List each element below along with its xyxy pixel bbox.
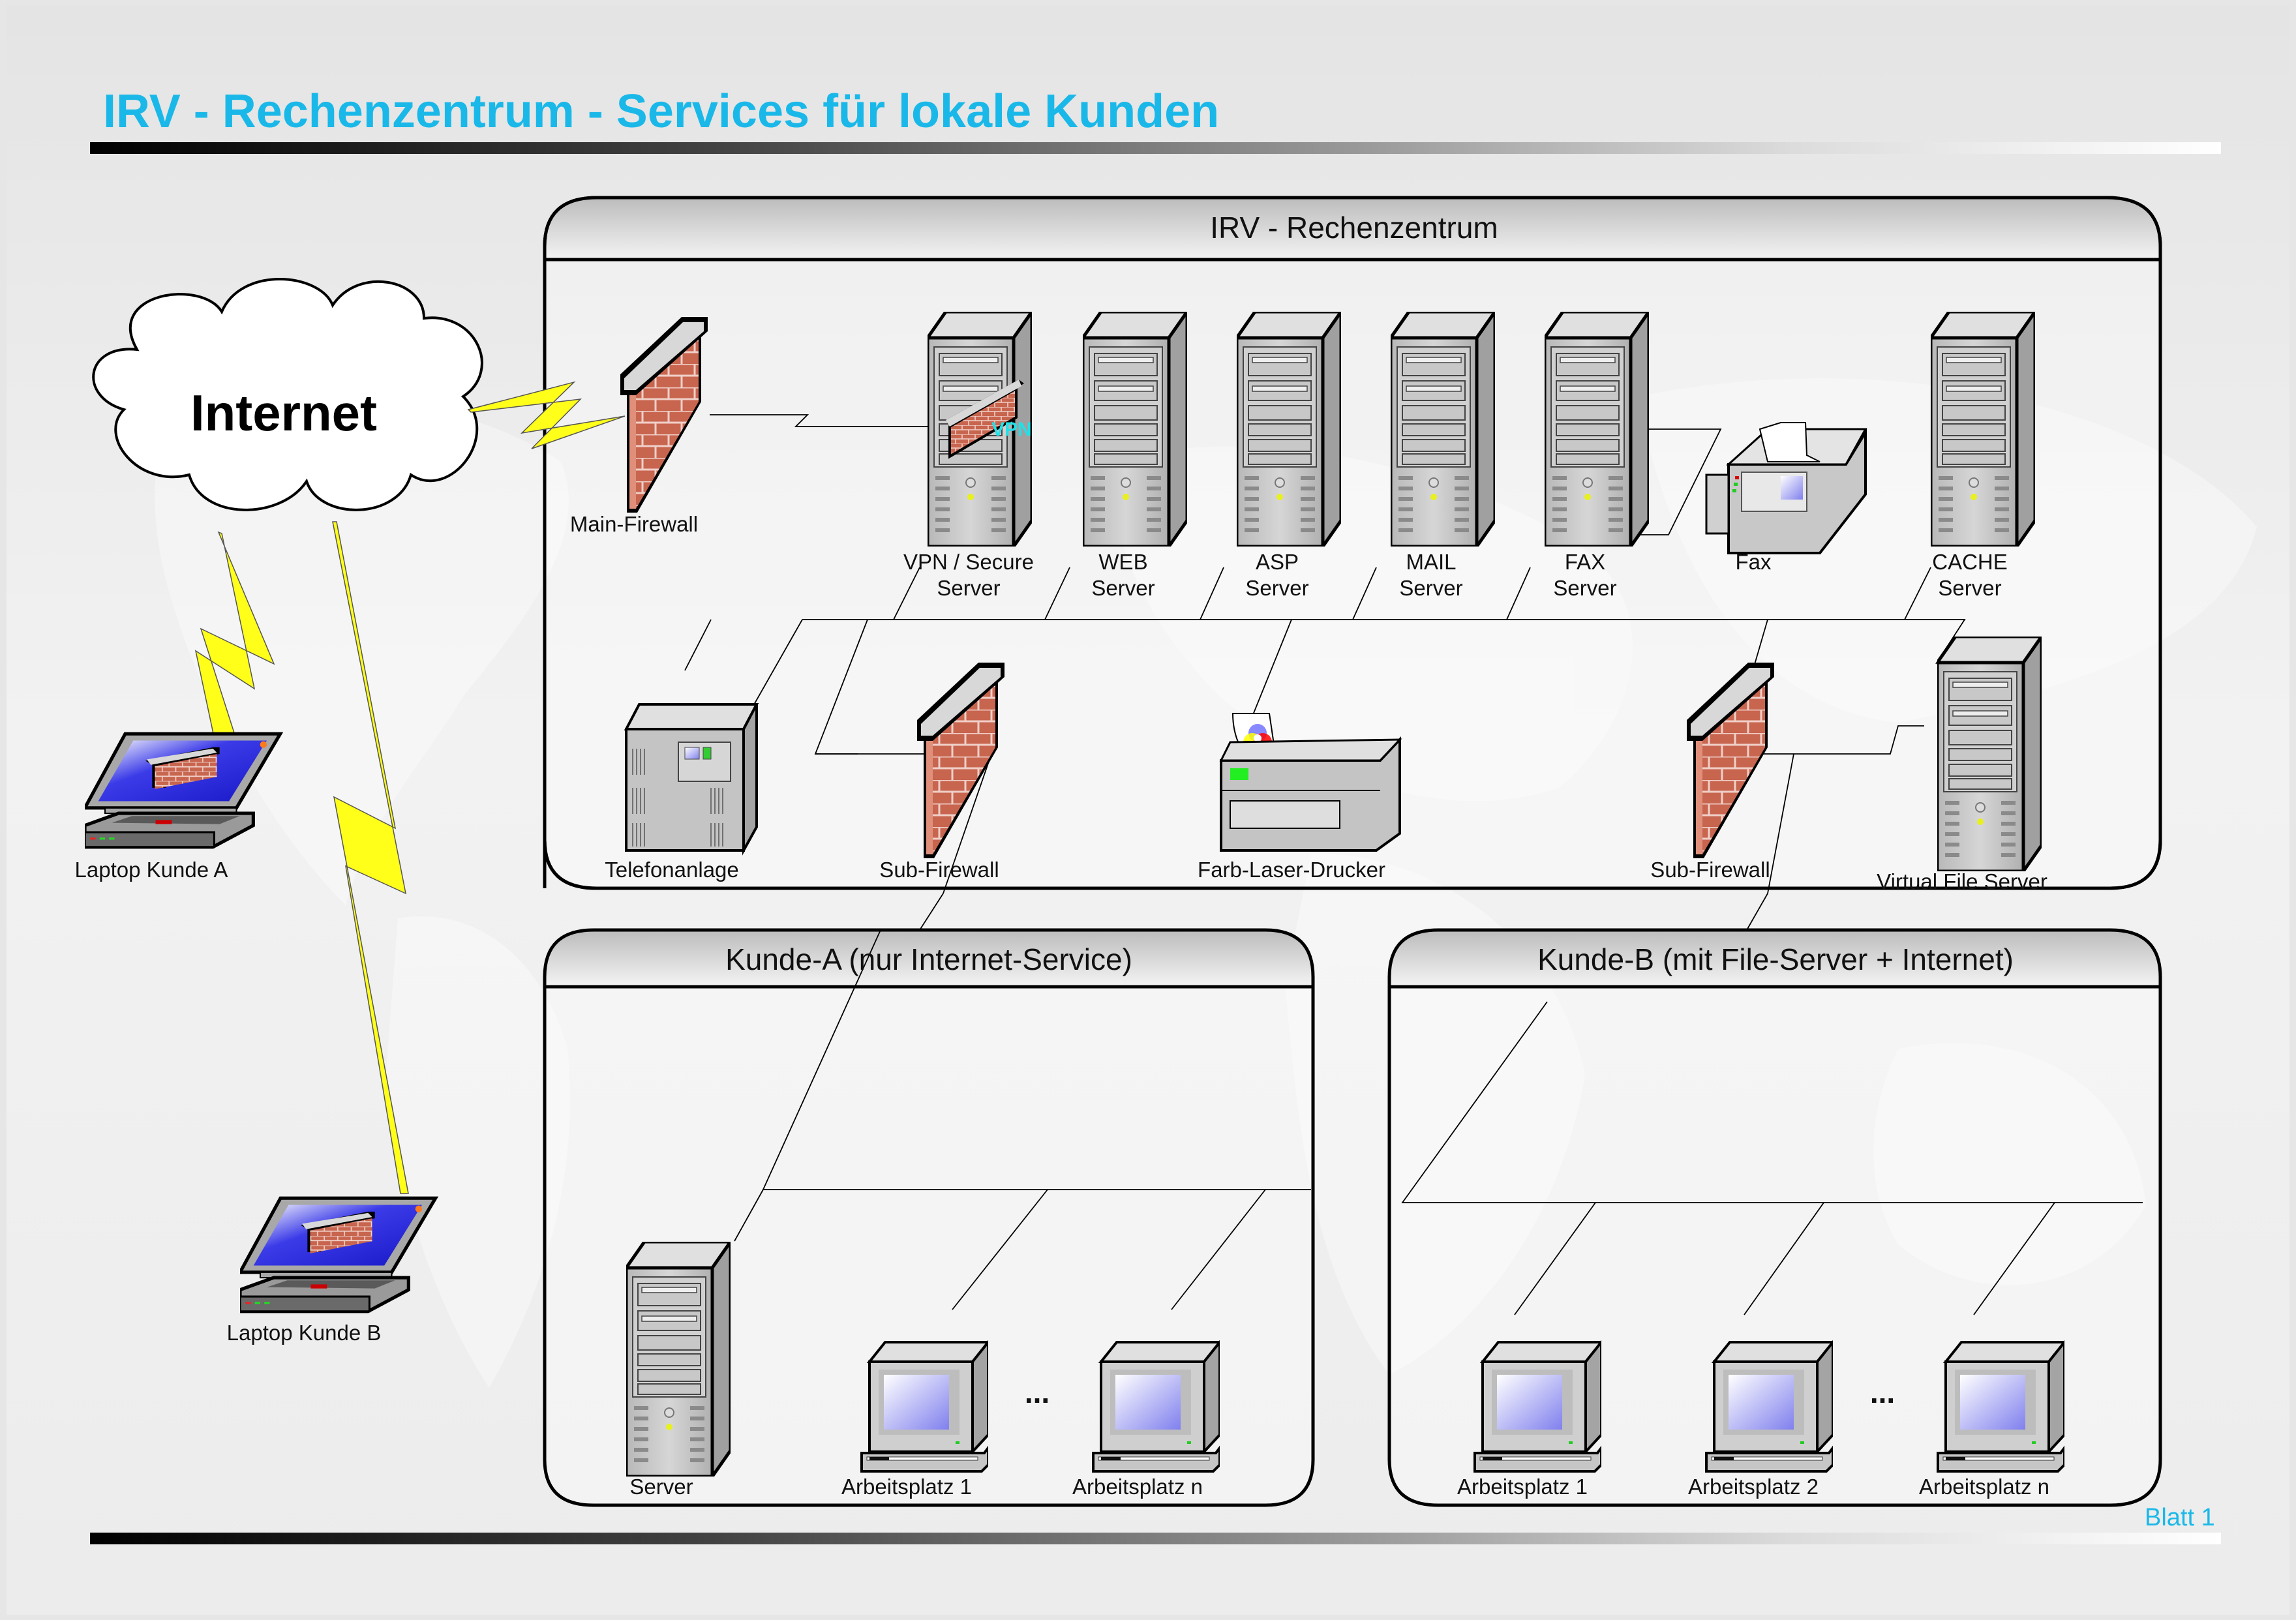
label-line-2: Server: [1245, 576, 1309, 600]
kunde-a-server-icon: [626, 1242, 731, 1477]
label-line-1: WEB: [1098, 550, 1148, 574]
svg-text:VPN: VPN: [991, 419, 1032, 440]
label-line-1: VPN / Secure: [903, 550, 1034, 574]
lightning-bolt-icon: [332, 521, 409, 1194]
server-label: WEB Server: [1091, 549, 1155, 601]
server-label: ASP Server: [1245, 549, 1308, 601]
network-diagram: VPN: [7, 196, 2257, 1507]
kunde-a-server-label: Server: [629, 1475, 693, 1499]
ellipsis: ...: [1869, 1375, 1896, 1409]
kunde-a-workstation-label: Arbeitsplatz 1: [841, 1475, 972, 1499]
internet-cloud-icon: [92, 278, 483, 511]
laptop-kunde-a-icon: [85, 734, 280, 847]
kunde-a-workstation-label: Arbeitsplatz n: [1072, 1475, 1203, 1499]
server-label: MAIL Server: [1399, 549, 1462, 601]
printer-label: Farb-Laser-Drucker: [1198, 858, 1385, 882]
wireless-links: [194, 381, 626, 1194]
color-laser-printer-icon: [1219, 713, 1402, 852]
sub-firewall-label: Sub-Firewall: [879, 858, 999, 882]
laptop-kunde-b-icon: [240, 1198, 436, 1312]
kunde-a-workstation-n-icon: [1092, 1341, 1220, 1473]
label-line-2: Server: [937, 576, 1001, 600]
virtual-file-server-icon: [1937, 637, 2042, 871]
kunde-b-workstation-1-icon: [1473, 1341, 1601, 1473]
server-label: FAX Server: [1553, 549, 1616, 601]
cache-server-icon: [1931, 312, 2035, 547]
sub-firewall-label: Sub-Firewall: [1650, 858, 1770, 882]
fax-machine-icon: [1705, 422, 1867, 554]
kunde-b-workstation-n-icon: [1937, 1341, 2064, 1473]
kunde-b-workstation-label: Arbeitsplatz 2: [1688, 1475, 1819, 1499]
web-server-icon: [1083, 312, 1187, 547]
laptop-a-label: Laptop Kunde A: [74, 858, 228, 882]
diagram-page: IRV - Rechenzentrum - Services für lokal…: [7, 5, 2289, 1615]
asp-server-icon: [1237, 312, 1341, 547]
vpn-badge-icon: VPN: [946, 380, 1032, 459]
label-line-2: Server: [1399, 576, 1463, 600]
label-line-1: ASP: [1255, 550, 1299, 574]
label-line-2: Server: [1938, 576, 2002, 600]
label-line-2: Server: [1091, 576, 1155, 600]
network-links: [684, 414, 2143, 1315]
ellipsis: ...: [1024, 1375, 1050, 1409]
footer-divider-bar: [90, 1533, 2221, 1544]
mail-server-icon: [1391, 312, 1495, 547]
label-line-1: FAX: [1564, 550, 1606, 574]
header-divider-bar: [90, 142, 2221, 154]
label-line-1: Fax: [1735, 550, 1772, 574]
main-firewall-label: Main-Firewall: [569, 512, 699, 536]
page-title: IRV - Rechenzentrum - Services für lokal…: [103, 85, 1220, 138]
kunde-b-title: Kunde-B (mit File-Server + Internet): [1537, 942, 2014, 976]
label-line-1: CACHE: [1932, 550, 2008, 574]
internet-label: Internet: [190, 384, 378, 442]
kunde-b-workstation-2-icon: [1705, 1341, 1833, 1473]
pbx-icon: [624, 703, 759, 856]
label-line-2: Server: [1553, 576, 1617, 600]
fax-server-icon: [1545, 312, 1649, 547]
lightning-bolt-icon: [467, 381, 626, 449]
server-label: CACHE Server: [1932, 549, 2008, 601]
kunde-a-workstation-1-icon: [860, 1341, 988, 1473]
server-label: VPN / Secure Server: [903, 549, 1034, 601]
kunde-b-workstation-label: Arbeitsplatz n: [1919, 1475, 2049, 1499]
virtual-file-server-label: Virtual File Server: [1877, 869, 2047, 893]
kunde-a-title: Kunde-A (nur Internet-Service): [725, 942, 1132, 976]
laptop-b-label: Laptop Kunde B: [226, 1321, 382, 1345]
pbx-label: Telefonanlage: [605, 858, 739, 882]
page-number: Blatt 1: [2145, 1504, 2215, 1531]
fax-label: Fax: [1735, 549, 1771, 575]
datacenter-title: IRV - Rechenzentrum: [1210, 211, 1498, 245]
kunde-b-workstation-label: Arbeitsplatz 1: [1457, 1475, 1588, 1499]
label-line-1: MAIL: [1406, 550, 1457, 574]
